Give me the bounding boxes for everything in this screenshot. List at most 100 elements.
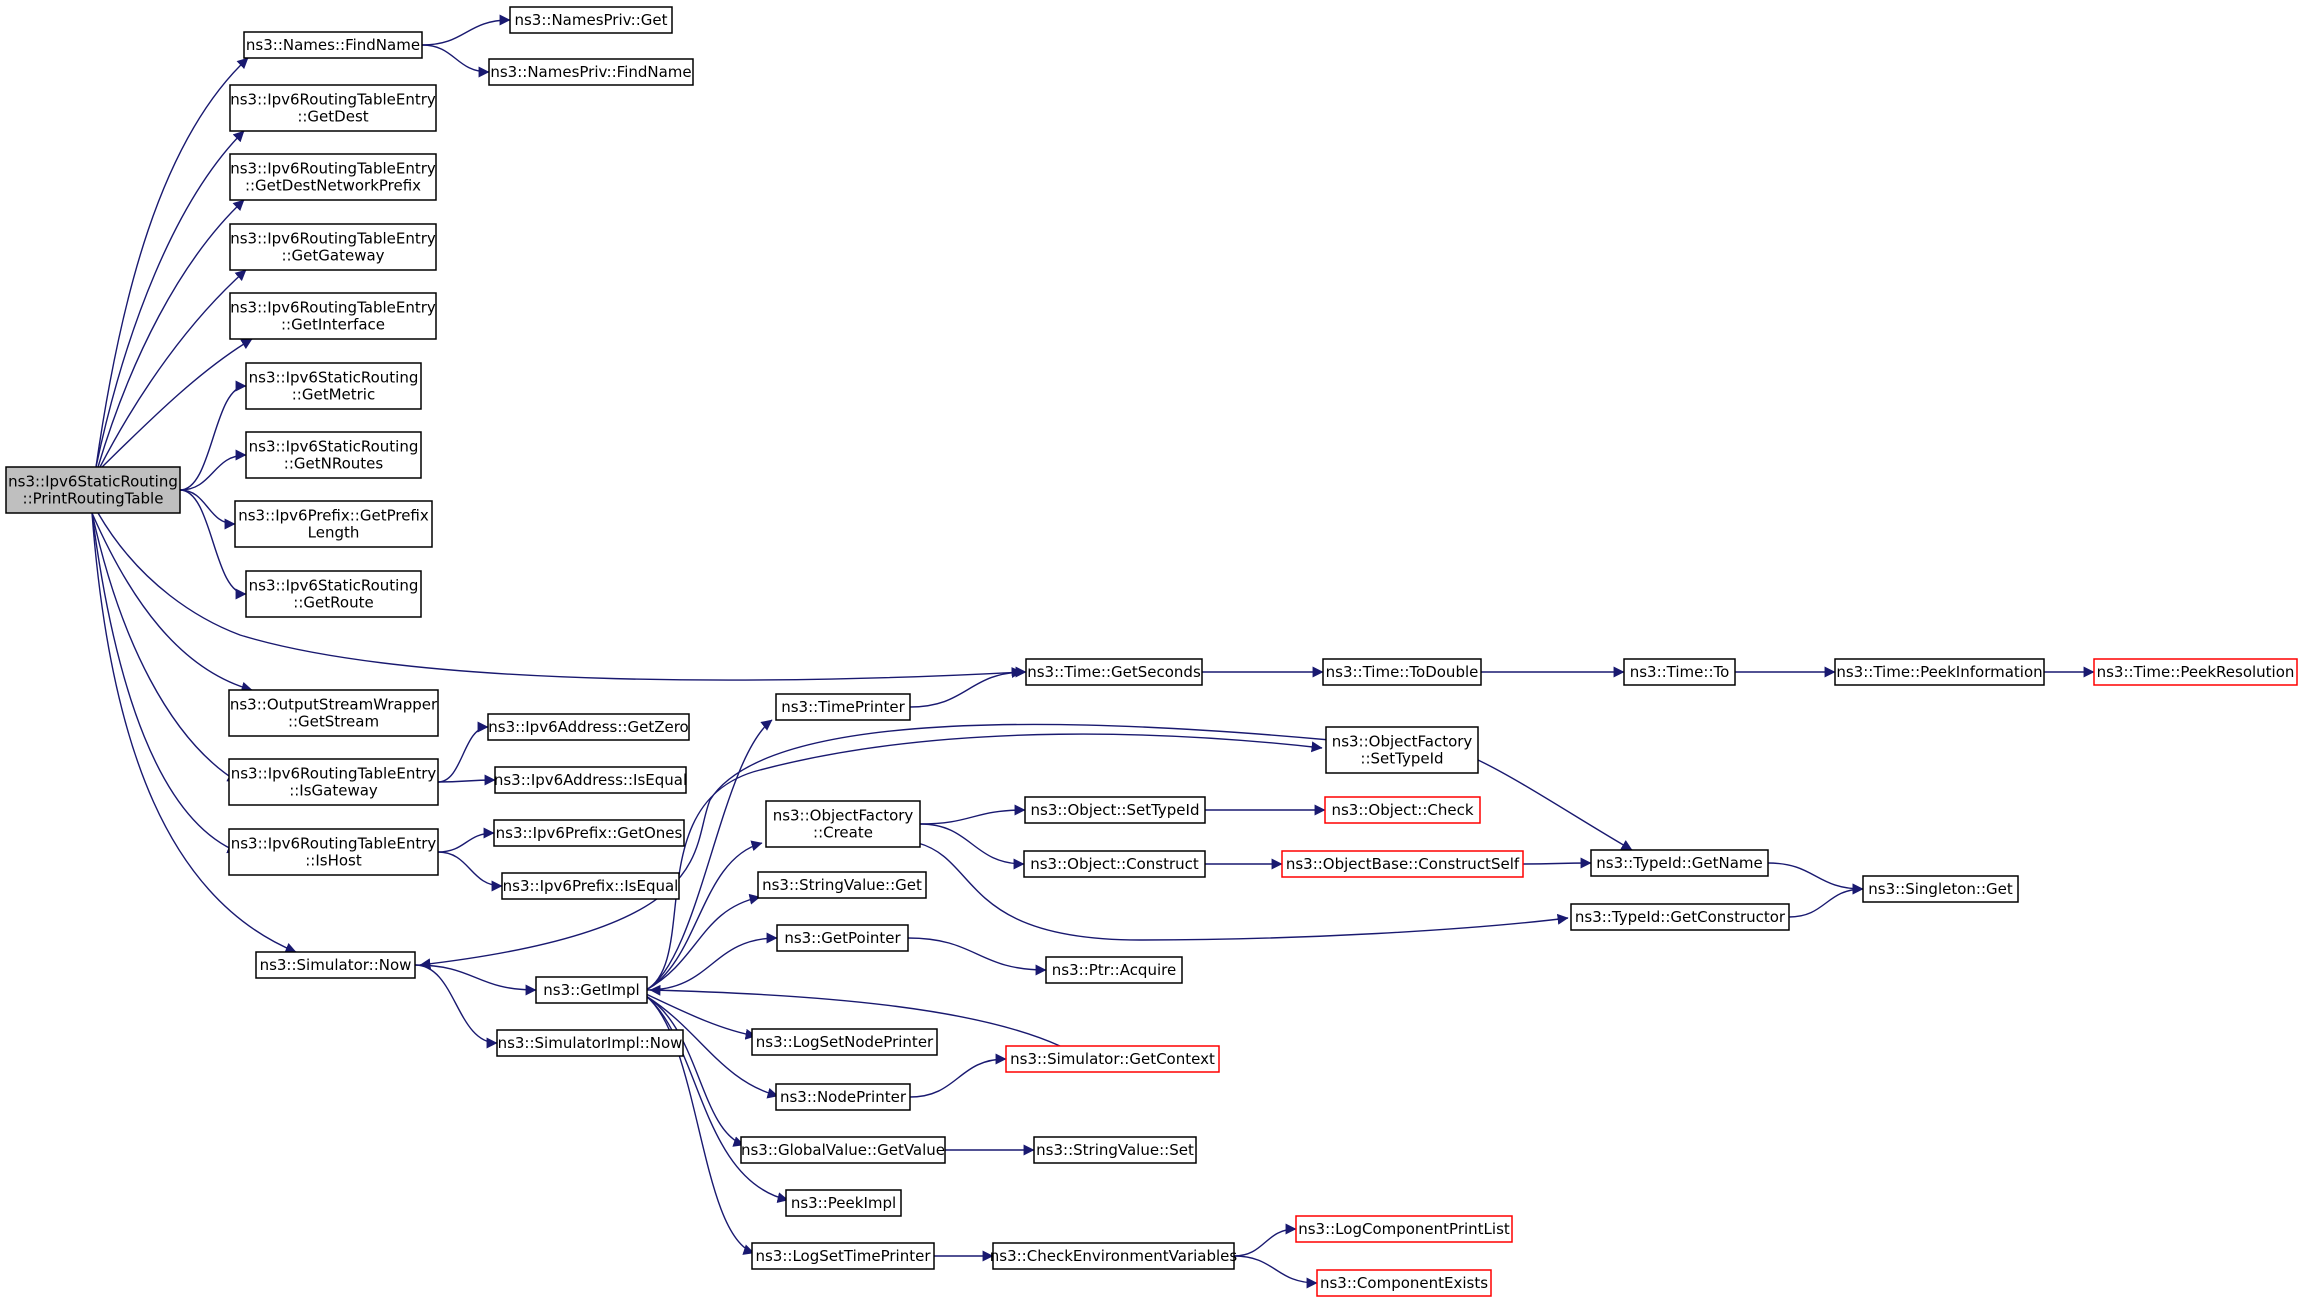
node-label: ns3::NamesPriv::Get	[514, 11, 667, 29]
node-obj_settypeid[interactable]: ns3::Object::SetTypeId	[1024, 796, 1206, 824]
node-sim_getcontext[interactable]: ns3::Simulator::GetContext	[1005, 1045, 1220, 1073]
node-obj_construct[interactable]: ns3::Object::Construct	[1023, 850, 1206, 878]
edge-line	[645, 719, 773, 991]
node-of_settypeid[interactable]: ns3::ObjectFactory::SetTypeId	[1325, 726, 1479, 774]
node-peekimpl[interactable]: ns3::PeekImpl	[785, 1189, 902, 1217]
node-box	[1322, 658, 1482, 686]
node-label: ns3::Object::SetTypeId	[1031, 801, 1200, 819]
node-label: ::GetStream	[288, 713, 379, 731]
node-simimpl_now[interactable]: ns3::SimulatorImpl::Now	[496, 1029, 684, 1057]
edge-line	[99, 269, 247, 468]
node-box	[229, 223, 437, 271]
node-sr_getroute[interactable]: ns3::Ipv6StaticRouting::GetRoute	[245, 570, 422, 618]
edge-of_settypeid-to-typeid_getname	[1477, 759, 1633, 851]
edge-line	[645, 995, 779, 1099]
node-obj_check[interactable]: ns3::Object::Check	[1324, 796, 1481, 824]
node-sim_now[interactable]: ns3::Simulator::Now	[255, 951, 416, 979]
node-box	[487, 713, 690, 741]
node-osw_getstream[interactable]: ns3::OutputStreamWrapper::GetStream	[228, 689, 439, 737]
node-box	[494, 766, 687, 794]
edge-rte_ishost-to-prefix_isequal	[437, 851, 503, 892]
node-label: ns3::GetPointer	[784, 929, 901, 947]
node-rte_getdest[interactable]: ns3::Ipv6RoutingTableEntry::GetDest	[229, 84, 437, 132]
node-rte_ishost[interactable]: ns3::Ipv6RoutingTableEntry::IsHost	[228, 828, 439, 876]
node-logcomponentprintlist[interactable]: ns3::LogComponentPrintList	[1295, 1215, 1513, 1243]
node-logsettimeprinter[interactable]: ns3::LogSetTimePrinter	[751, 1242, 935, 1270]
edge-line	[1788, 883, 1864, 918]
node-label: Length	[308, 524, 360, 542]
node-box	[765, 800, 921, 848]
edge-getimpl-to-logsetnodeprinter	[645, 993, 757, 1040]
node-rte_getinterface[interactable]: ns3::Ipv6RoutingTableEntry::GetInterface	[229, 292, 437, 340]
node-label: ns3::SimulatorImpl::Now	[498, 1034, 683, 1052]
node-sr_getnroutes[interactable]: ns3::Ipv6StaticRouting::GetNRoutes	[245, 431, 422, 479]
edge-line	[97, 512, 1023, 681]
node-getpointer[interactable]: ns3::GetPointer	[776, 924, 909, 952]
node-getimpl[interactable]: ns3::GetImpl	[535, 976, 648, 1004]
node-label: ns3::Ipv6StaticRouting	[8, 473, 178, 491]
edge-of_create-to-obj_construct	[919, 823, 1025, 870]
node-typeid_getname[interactable]: ns3::TypeId::GetName	[1590, 849, 1769, 877]
node-singleton_get[interactable]: ns3::Singleton::Get	[1862, 875, 2019, 903]
node-time_peekresolution[interactable]: ns3::Time::PeekResolution	[2093, 658, 2298, 686]
edge-root-to-rte_getgateway	[99, 269, 247, 468]
node-box	[229, 153, 437, 201]
node-label: ns3::ObjectFactory	[773, 807, 914, 825]
node-box	[501, 872, 680, 900]
node-addr_isequal[interactable]: ns3::Ipv6Address::IsEqual	[494, 766, 687, 794]
edges-layer	[91, 14, 2095, 1289]
node-checkenvvars[interactable]: ns3::CheckEnvironmentVariables	[990, 1242, 1238, 1270]
node-label: ns3::Ipv6RoutingTableEntry	[230, 160, 436, 178]
edge-line	[645, 995, 789, 1204]
edge-getpointer-to-ptr_acquire	[907, 937, 1047, 976]
node-nodeprinter[interactable]: ns3::NodePrinter	[775, 1083, 911, 1111]
node-label: ::GetInterface	[281, 316, 385, 334]
edge-line	[919, 823, 1025, 870]
node-timeprinter[interactable]: ns3::TimePrinter	[775, 693, 911, 721]
node-prefix_getones[interactable]: ns3::Ipv6Prefix::GetOnes	[493, 819, 685, 847]
edge-line	[645, 893, 761, 991]
edge-root-to-rte_isgateway	[91, 512, 239, 783]
node-label: ns3::Ipv6Prefix::IsEqual	[503, 877, 679, 895]
node-time_peekinformation[interactable]: ns3::Time::PeekInformation	[1834, 658, 2045, 686]
edge-line	[414, 964, 498, 1049]
node-label: ns3::StringValue::Set	[1036, 1141, 1194, 1159]
node-namespriv_findname[interactable]: ns3::NamesPriv::FindName	[488, 58, 694, 86]
edge-line	[179, 380, 247, 491]
node-stringvalue_set[interactable]: ns3::StringValue::Set	[1033, 1136, 1197, 1164]
node-label: ns3::StringValue::Get	[762, 876, 922, 894]
node-rte_getdestnetworkprefix[interactable]: ns3::Ipv6RoutingTableEntry::GetDestNetwo…	[229, 153, 437, 201]
node-label: ns3::OutputStreamWrapper	[230, 696, 438, 714]
node-logsetnodeprinter[interactable]: ns3::LogSetNodePrinter	[751, 1028, 938, 1056]
node-sr_getmetric[interactable]: ns3::Ipv6StaticRouting::GetMetric	[245, 362, 422, 410]
node-root[interactable]: ns3::Ipv6StaticRouting::PrintRoutingTabl…	[5, 466, 181, 514]
node-of_create[interactable]: ns3::ObjectFactory::Create	[765, 800, 921, 848]
edge-line	[101, 338, 253, 468]
node-time_to[interactable]: ns3::Time::To	[1623, 658, 1736, 686]
edge-line	[1522, 857, 1592, 869]
node-prefix_isequal[interactable]: ns3::Ipv6Prefix::IsEqual	[501, 872, 680, 900]
node-objbase_constructself[interactable]: ns3::ObjectBase::ConstructSelf	[1281, 850, 1524, 878]
node-typeid_getconstructor[interactable]: ns3::TypeId::GetConstructor	[1570, 903, 1790, 931]
node-label: ns3::Time::To	[1630, 663, 1730, 681]
node-time_getseconds[interactable]: ns3::Time::GetSeconds	[1025, 658, 1203, 686]
node-box	[1033, 1136, 1197, 1164]
node-addr_getzero[interactable]: ns3::Ipv6Address::GetZero	[487, 713, 690, 741]
node-ptr_acquire[interactable]: ns3::Ptr::Acquire	[1045, 956, 1183, 984]
edge-line	[909, 666, 1027, 708]
node-componentexists[interactable]: ns3::ComponentExists	[1316, 1269, 1492, 1297]
node-rte_isgateway[interactable]: ns3::Ipv6RoutingTableEntry::IsGateway	[228, 758, 439, 806]
node-globalvalue_getvalue[interactable]: ns3::GlobalValue::GetValue	[740, 1136, 946, 1164]
edge-line	[91, 512, 239, 854]
node-rte_getgateway[interactable]: ns3::Ipv6RoutingTableEntry::GetGateway	[229, 223, 437, 271]
node-label: ns3::Names::FindName	[246, 36, 420, 54]
node-stringvalue_get[interactable]: ns3::StringValue::Get	[757, 871, 927, 899]
edge-rte_isgateway-to-addr_isequal	[437, 774, 496, 786]
node-box	[228, 828, 439, 876]
node-time_todouble[interactable]: ns3::Time::ToDouble	[1322, 658, 1482, 686]
node-box	[751, 1028, 938, 1056]
node-namespriv_get[interactable]: ns3::NamesPriv::Get	[509, 6, 673, 34]
edge-line	[1233, 1223, 1297, 1257]
node-names_findname[interactable]: ns3::Names::FindName	[243, 31, 423, 59]
